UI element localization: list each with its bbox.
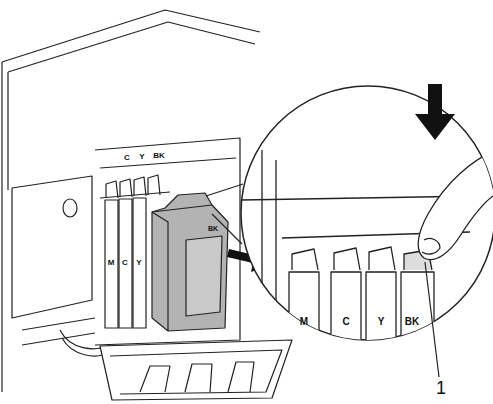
color-label: Y (378, 317, 385, 327)
color-label: BK (153, 152, 165, 160)
color-label: C (342, 317, 349, 327)
color-label: Y (136, 259, 141, 267)
color-label: Y (139, 153, 144, 161)
color-label: BK (208, 225, 218, 232)
color-label: C (122, 259, 128, 267)
color-label: BK (405, 317, 419, 327)
callout-number: 1 (436, 379, 446, 397)
color-label: C (124, 154, 130, 162)
color-label: M (300, 317, 308, 327)
color-label: M (108, 259, 115, 267)
